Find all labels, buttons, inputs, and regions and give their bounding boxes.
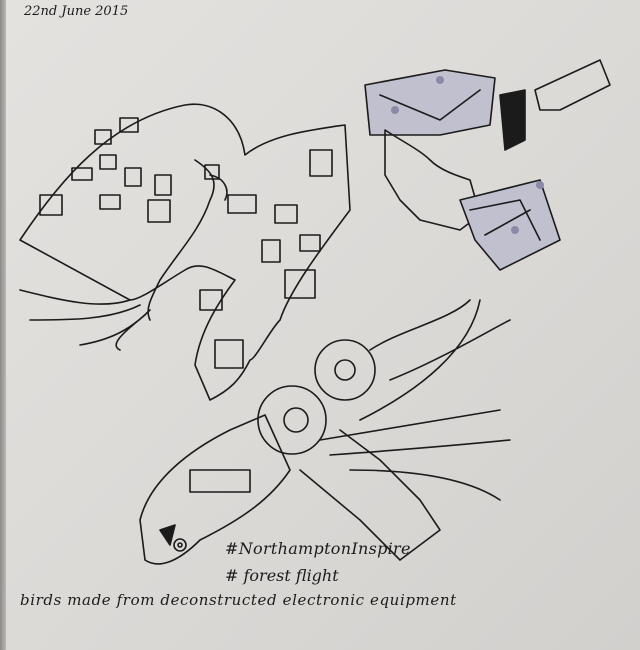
hashtag-northampton-inspire: #NorthamptonInspire — [225, 539, 411, 558]
satellite-bird-top-right — [364, 59, 611, 271]
paper-edge-shadow — [0, 0, 8, 650]
circuit-board-bird-left — [19, 103, 351, 401]
date-note: 22nd June 2015 — [24, 4, 129, 19]
hashtag-forest-flight: # forest flight — [225, 566, 339, 585]
speaker-bird-bottom — [139, 299, 511, 565]
sketchbook-page — [6, 0, 640, 650]
drawing-caption: birds made from deconstructed electronic… — [20, 591, 457, 609]
